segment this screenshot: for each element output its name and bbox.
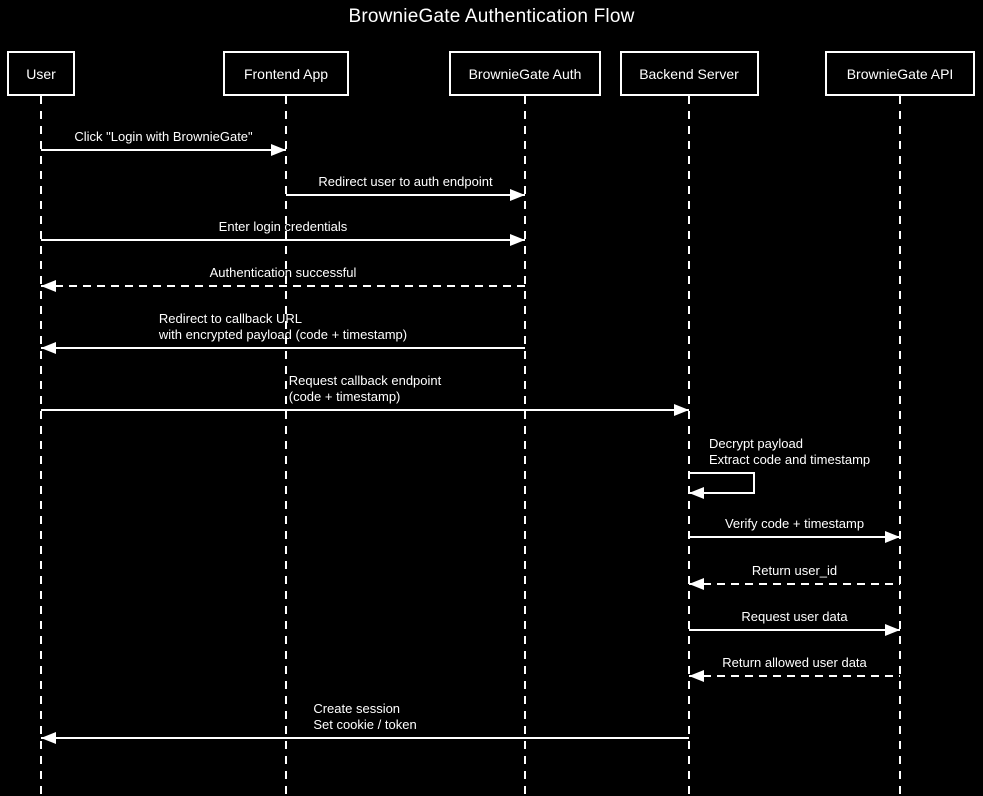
actor-box-auth: BrownieGate Auth xyxy=(449,51,601,96)
self-loop-bottom xyxy=(689,492,755,494)
message-line xyxy=(689,629,900,631)
arrowhead-right-icon xyxy=(510,189,525,201)
message-line xyxy=(41,409,689,411)
message-label: Return allowed user data xyxy=(722,655,867,670)
self-loop-top xyxy=(689,472,755,474)
diagram-title: BrownieGate Authentication Flow xyxy=(348,6,635,27)
message-line xyxy=(41,239,525,241)
message-label: Click "Login with BrownieGate" xyxy=(74,129,253,144)
arrowhead-left-icon xyxy=(689,487,704,499)
self-loop-right xyxy=(753,473,755,493)
arrowhead-left-icon xyxy=(41,732,56,744)
actor-box-api: BrownieGate API xyxy=(825,51,975,96)
lifeline-frontend xyxy=(285,96,287,796)
arrowhead-right-icon xyxy=(885,531,900,543)
message-label: Return user_id xyxy=(751,563,838,578)
actor-box-user: User xyxy=(7,51,75,96)
message-line xyxy=(689,583,900,585)
message-line xyxy=(41,737,689,739)
message-label: Request callback endpoint(code + timesta… xyxy=(288,373,442,404)
actor-label-user: User xyxy=(26,65,56,82)
message-line xyxy=(689,536,900,538)
arrowhead-right-icon xyxy=(510,234,525,246)
message-label: Request user data xyxy=(741,609,848,624)
message-line xyxy=(41,347,525,349)
arrowhead-left-icon xyxy=(689,578,704,590)
message-line xyxy=(41,149,286,151)
message-label: Redirect user to auth endpoint xyxy=(318,174,493,189)
lifeline-api xyxy=(899,96,901,796)
actor-box-frontend: Frontend App xyxy=(223,51,349,96)
arrowhead-left-icon xyxy=(689,670,704,682)
message-line xyxy=(286,194,525,196)
arrowhead-left-icon xyxy=(41,342,56,354)
message-line xyxy=(689,675,900,677)
message-line xyxy=(41,285,525,287)
lifeline-auth xyxy=(524,96,526,796)
arrowhead-right-icon xyxy=(271,144,286,156)
message-label: Authentication successful xyxy=(209,265,357,280)
message-label: Enter login credentials xyxy=(218,219,348,234)
lifeline-user xyxy=(40,96,42,796)
actor-label-auth: BrownieGate Auth xyxy=(468,65,582,82)
arrowhead-left-icon xyxy=(41,280,56,292)
arrowhead-right-icon xyxy=(885,624,900,636)
actor-label-api: BrownieGate API xyxy=(846,65,954,82)
actor-label-backend: Backend Server xyxy=(639,65,739,82)
actor-box-backend: Backend Server xyxy=(619,51,759,96)
arrowhead-right-icon xyxy=(674,404,689,416)
message-label: Verify code + timestamp xyxy=(724,516,865,531)
actor-label-frontend: Frontend App xyxy=(243,65,329,82)
lifeline-backend xyxy=(688,96,690,796)
